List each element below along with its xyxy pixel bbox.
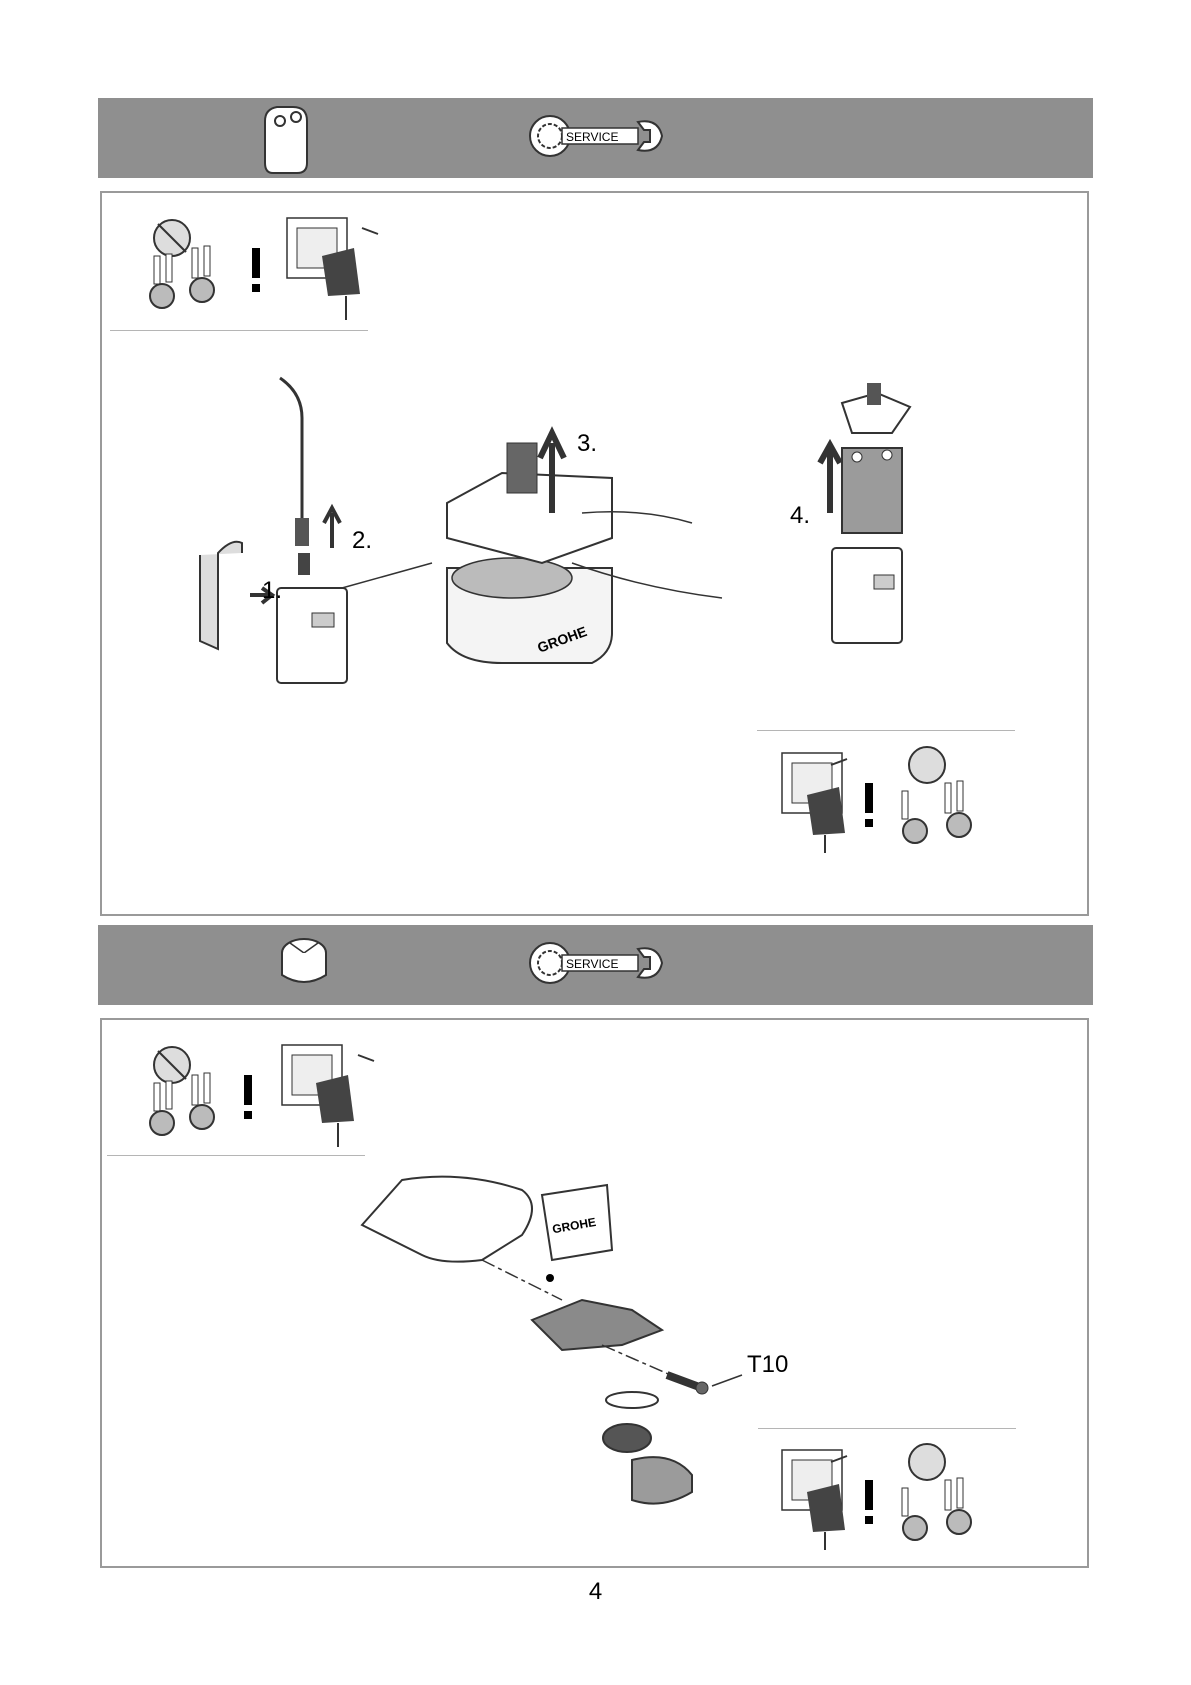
warning-exclamation-icon [252,248,260,292]
service-wrench-icon: SERVICE [530,943,662,983]
section2-header-graphics: SERVICE [98,925,1093,1005]
warning-exclamation-icon [865,1480,873,1524]
unplug-adapter-icon [282,1045,374,1147]
electronics-module: GROHE [447,433,722,663]
aerator-exploded-view: GROHE [362,1177,742,1504]
section1-header-graphics: SERVICE [98,98,1093,178]
step-4-label: 4. [790,502,810,529]
warning-exclamation-icon [865,783,873,827]
service-label: SERVICE [566,130,618,144]
cleaning-sachet-icon: GROHE [542,1185,612,1282]
open-valves-icon [902,1444,971,1540]
unplug-adapter-icon [287,218,378,320]
step-1-label: 1. [262,577,282,604]
precondition-after-divider [757,730,1015,731]
t10-screw [667,1375,742,1394]
precondition-after-divider [758,1428,1016,1429]
section2-header: SERVICE [98,925,1093,1005]
page-number: 4 [0,1578,1191,1606]
precondition-before [150,1045,374,1147]
aerator-icon [282,939,326,982]
step-2-label: 2. [352,527,372,554]
service-label: SERVICE [566,957,618,971]
precondition-after [782,1444,971,1550]
section1-header: SERVICE [98,98,1093,178]
battery-replacement [820,383,910,643]
battery-icon [265,107,307,173]
precondition-before-divider [107,1155,365,1156]
section1-panel: 1. 2. GROHE 3. 4. [100,191,1089,916]
precondition-before-divider [110,330,368,331]
precondition-before [150,218,378,320]
precondition-after [782,747,971,853]
step-3-label: 3. [577,430,597,457]
battery-housing-removal [200,378,432,683]
service-wrench-icon: SERVICE [530,116,662,156]
plug-in-adapter-icon [782,1450,847,1550]
shut-off-valves-icon [150,1047,214,1135]
tool-label-t10: T10 [747,1351,788,1378]
open-valves-icon [902,747,971,843]
shut-off-valves-icon [150,220,214,308]
plug-in-adapter-icon [782,753,847,853]
section2-illustration: GROHE T10 [102,1020,1087,1566]
section1-illustration: 1. 2. GROHE 3. 4. [102,193,1087,914]
section2-panel: GROHE T10 [100,1018,1089,1568]
warning-exclamation-icon [244,1075,252,1119]
